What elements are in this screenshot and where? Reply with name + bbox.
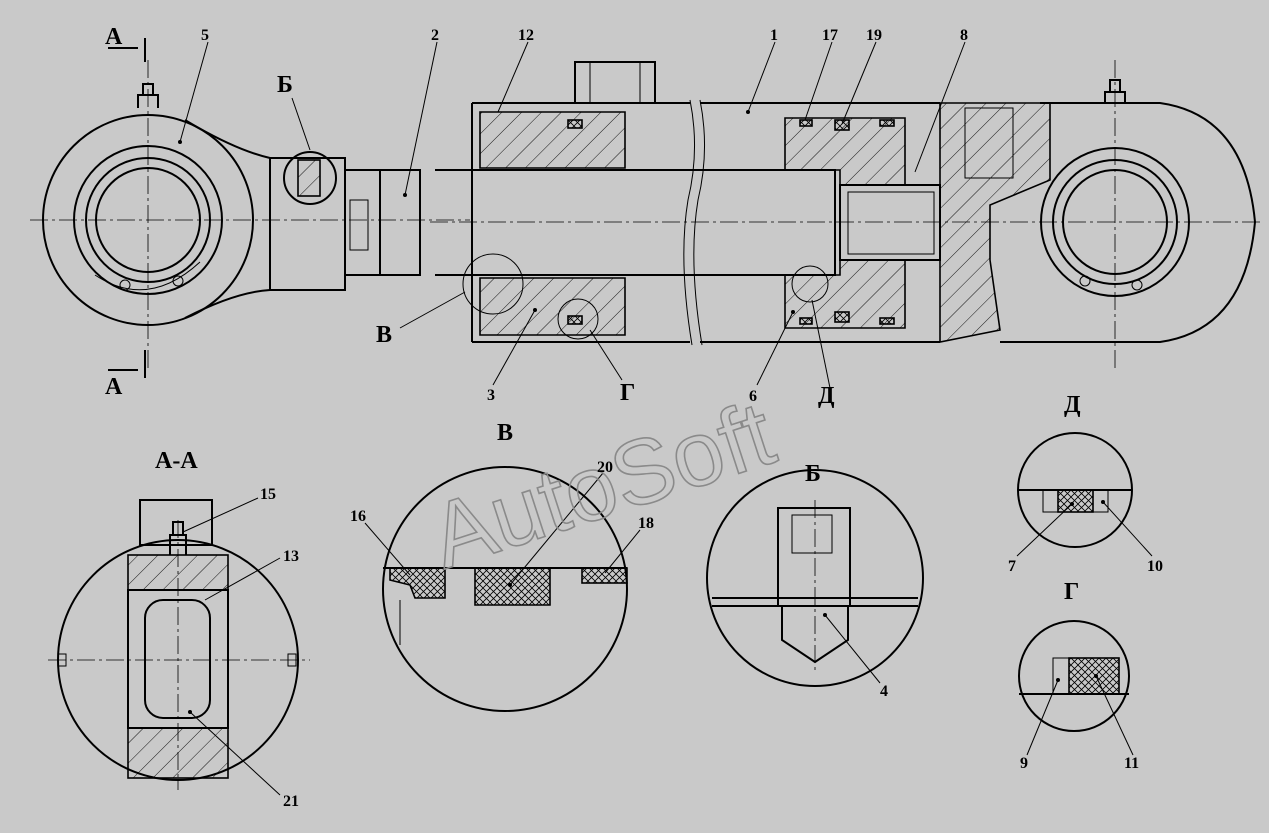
callout-8: 8 [960,27,968,44]
left-rod-eye [30,60,470,370]
label-g-main: Г [620,380,635,406]
callout-17: 17 [822,27,838,44]
label-v-view: В [497,420,513,446]
detail-g-view [1018,620,1130,732]
callout-6: 6 [749,388,757,405]
leader-lines [108,38,1153,796]
leader-dots [178,110,1105,714]
callout-5: 5 [201,27,209,44]
callout-18: 18 [638,515,654,532]
detail-b-view [706,469,924,687]
detail-v-view [382,466,628,712]
callout-11: 11 [1124,755,1139,772]
cylinder-body [430,61,1260,346]
callout-10: 10 [1147,558,1163,575]
label-a-bottom: А [105,374,123,400]
label-aa-view: А-А [155,448,198,474]
callout-2: 2 [431,27,439,44]
watermark-text: AutoSoft [419,382,786,588]
callout-3: 3 [487,387,495,404]
callout-13: 13 [283,548,299,565]
label-g-view: Г [1064,579,1079,605]
callout-1: 1 [770,27,778,44]
callout-16: 16 [350,508,366,525]
callout-4: 4 [880,683,888,700]
callout-19: 19 [866,27,882,44]
section-aa-view [48,499,310,790]
callout-9: 9 [1020,755,1028,772]
label-d-view: Д [1064,392,1081,418]
callout-12: 12 [518,27,534,44]
callout-numbers: 5 2 12 1 17 19 8 3 6 15 13 21 16 20 18 4… [201,27,1163,810]
right-cylinder-eye [1000,60,1257,370]
detail-d-view [1017,432,1133,548]
callout-20: 20 [597,459,613,476]
label-b-view: Б [805,461,821,487]
callout-7: 7 [1008,558,1016,575]
callout-21: 21 [283,793,299,810]
label-v-main: В [376,322,392,348]
label-a-top: А [105,24,123,50]
section-labels: А А Б В Г Д А-А В Б Д Г [105,24,1081,605]
callout-15: 15 [260,486,276,503]
label-b-main: Б [277,72,293,98]
label-d-main: Д [818,383,835,409]
